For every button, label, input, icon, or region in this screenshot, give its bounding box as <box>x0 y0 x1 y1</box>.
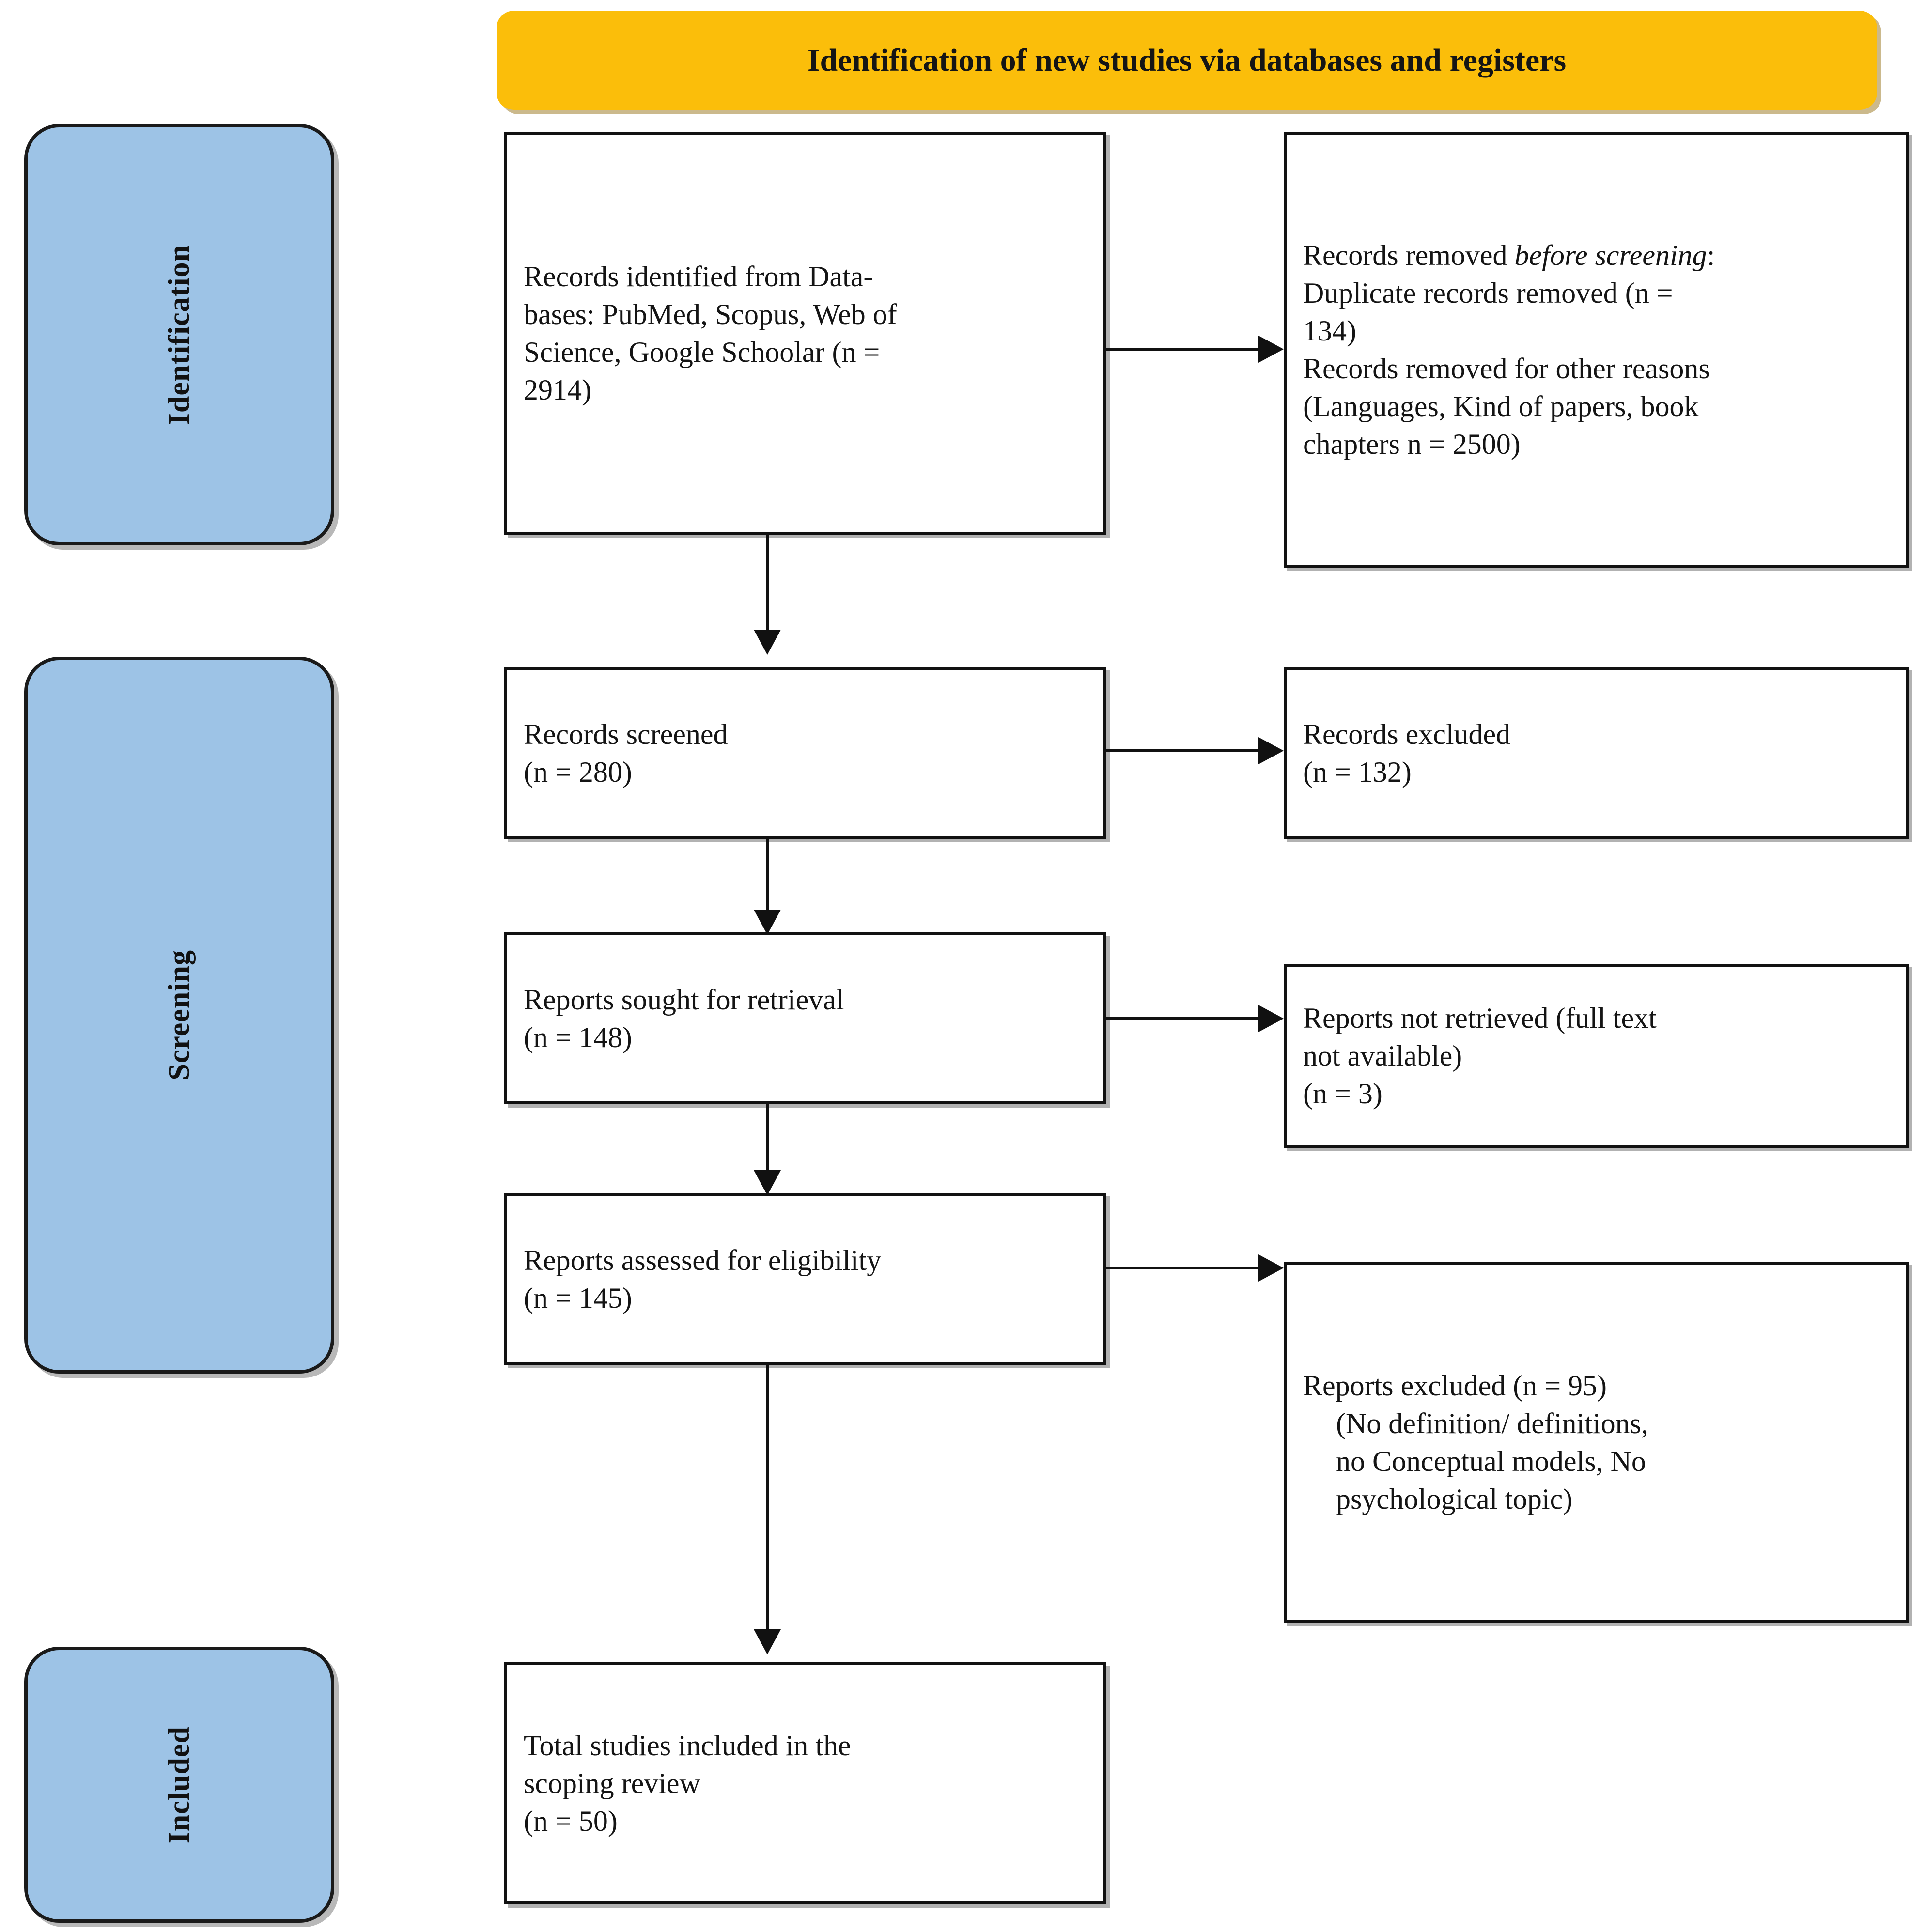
box-records-excluded: Records excluded (n = 132) <box>1284 667 1909 839</box>
box-total-included-text: Total studies included in the scoping re… <box>524 1730 851 1837</box>
records-removed-italic: before screening <box>1514 239 1707 271</box>
arrowhead-assessed-to-total-included <box>754 1629 781 1654</box>
connector-sought-to-not-retrieved <box>1106 1017 1271 1020</box>
box-reports-excluded: Reports excluded (n = 95) (No definition/… <box>1284 1262 1909 1623</box>
records-removed-rest: : Duplicate records removed (n = 134) Re… <box>1303 239 1715 460</box>
box-records-screened-text: Records screened (n = 280) <box>524 718 728 788</box>
box-records-identified: Records identified from Data- bases: Pub… <box>504 132 1106 535</box>
stage-label-identification: Identification <box>162 244 196 425</box>
stage-included: Included <box>24 1647 334 1923</box>
box-reports-sought: Reports sought for retrieval (n = 148) <box>504 932 1106 1104</box>
arrowhead-identified-to-removed <box>1258 336 1284 363</box>
stage-screening: Screening <box>24 657 334 1374</box>
banner-title: Identification of new studies via databa… <box>807 42 1567 78</box>
box-reports-assessed: Reports assessed for eligibility (n = 14… <box>504 1193 1106 1365</box>
arrowhead-assessed-to-reports-excluded <box>1258 1254 1284 1282</box>
arrowhead-screened-to-excluded <box>1258 737 1284 764</box>
box-reports-sought-text: Reports sought for retrieval (n = 148) <box>524 983 844 1053</box>
arrowhead-screened-to-sought <box>754 910 781 935</box>
arrowhead-identified-to-screened <box>754 630 781 655</box>
stage-label-screening: Screening <box>162 950 196 1081</box>
connector-sought-to-assessed <box>766 1104 769 1177</box>
records-removed-lead: Records removed <box>1303 239 1515 271</box>
box-records-removed-text: Records removed before screening: Duplic… <box>1287 236 1906 463</box>
connector-screened-to-excluded <box>1106 749 1271 752</box>
connector-assessed-to-reports-excluded <box>1106 1267 1271 1269</box>
arrowhead-sought-to-not-retrieved <box>1258 1005 1284 1032</box>
stage-label-included: Included <box>162 1726 196 1844</box>
connector-identified-to-screened <box>766 535 769 636</box>
connector-identified-to-removed <box>1106 348 1271 351</box>
stage-identification: Identification <box>24 124 334 545</box>
box-reports-assessed-text: Reports assessed for eligibility (n = 14… <box>524 1244 882 1314</box>
box-reports-excluded-text: Reports excluded (n = 95) (No definition/… <box>1287 1367 1906 1518</box>
box-reports-not-retrieved: Reports not retrieved (full text not ava… <box>1284 964 1909 1148</box>
box-records-removed: Records removed before screening: Duplic… <box>1284 132 1909 568</box>
box-records-screened: Records screened (n = 280) <box>504 667 1106 839</box>
connector-screened-to-sought <box>766 839 769 916</box>
reports-excluded-head: Reports excluded (n = 95) <box>1303 1369 1607 1402</box>
box-total-included: Total studies included in the scoping re… <box>504 1662 1106 1904</box>
connector-assessed-to-total-included <box>766 1365 769 1636</box>
box-reports-not-retrieved-text: Reports not retrieved (full text not ava… <box>1303 1002 1657 1110</box>
box-records-identified-text: Records identified from Data- bases: Pub… <box>524 261 897 406</box>
box-records-excluded-text: Records excluded (n = 132) <box>1303 718 1511 788</box>
header-banner: Identification of new studies via databa… <box>497 11 1877 110</box>
arrowhead-sought-to-assessed <box>754 1170 781 1195</box>
reports-excluded-detail: (No definition/ definitions, no Conceptu… <box>1336 1407 1648 1515</box>
